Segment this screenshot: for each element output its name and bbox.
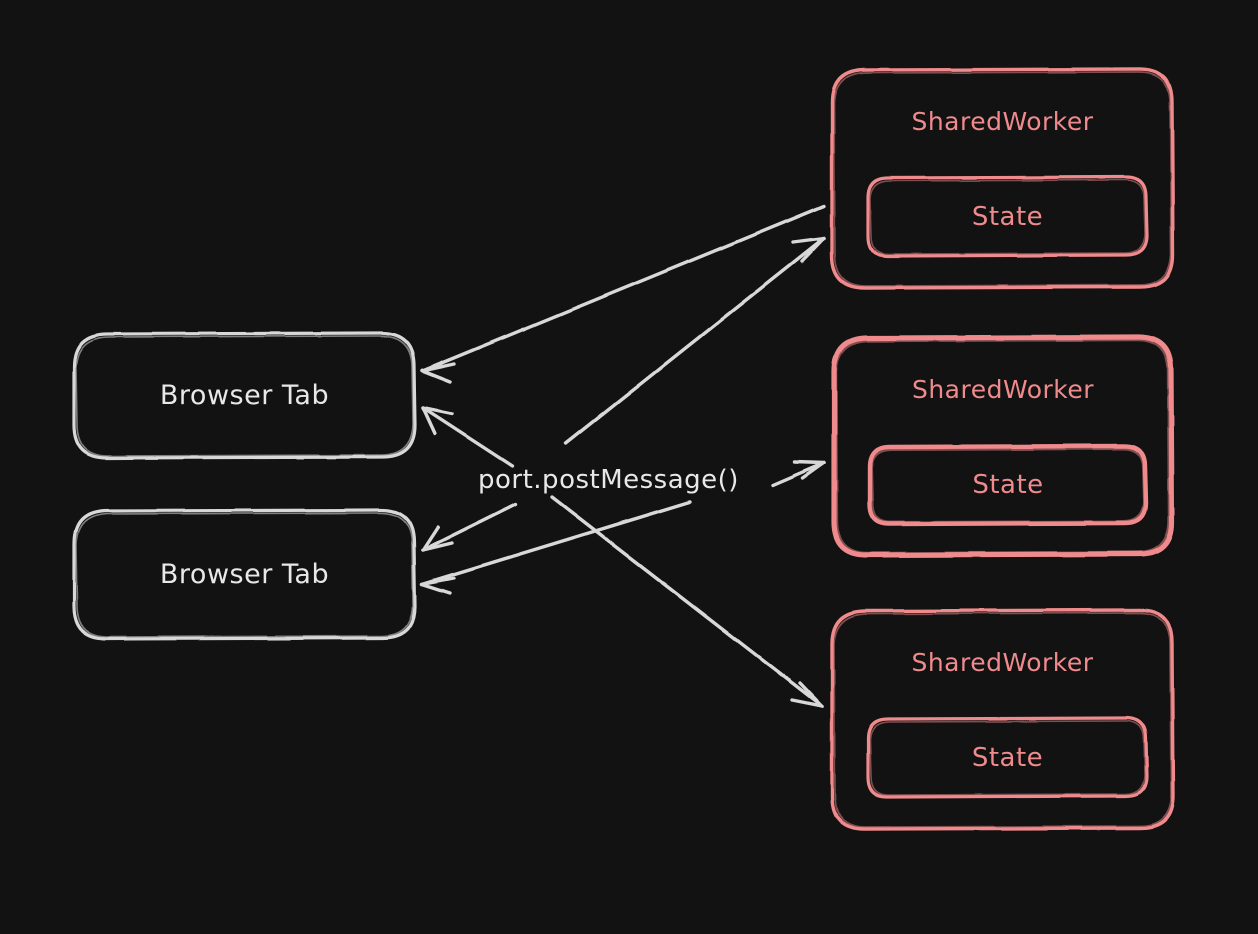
edge-short-to-tab2[interactable] [421,502,518,552]
edge-worker1-to-tab1[interactable] [420,204,826,384]
edge-label-to-worker2[interactable] [771,460,826,487]
shared-worker-1-shape[interactable] [830,67,1175,290]
shared-worker-2-shape[interactable] [831,334,1175,558]
shared-worker-2-state-shape[interactable] [867,443,1149,527]
edge-short-to-tab1[interactable] [421,406,514,468]
edge-tab-to-worker1[interactable] [564,236,826,445]
edge-worker3-to-tab2[interactable] [420,500,692,595]
shared-worker-3-state-shape[interactable] [866,716,1149,799]
shared-worker-3-shape[interactable] [830,608,1175,831]
edge-tab2-to-worker3[interactable] [550,495,824,708]
browser-tab-2-shape[interactable] [72,508,417,641]
browser-tab-1-shape[interactable] [72,331,417,460]
shared-worker-1-state-shape[interactable] [866,175,1149,258]
